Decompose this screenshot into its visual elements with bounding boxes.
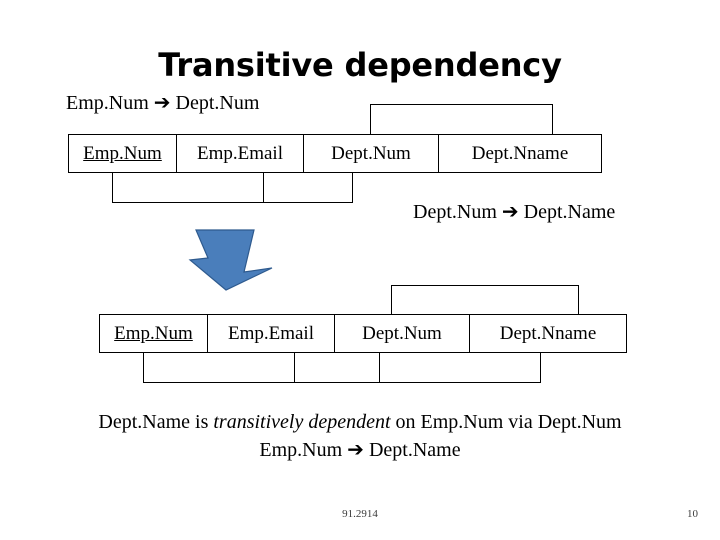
top-table-bracket1-horizontal — [112, 202, 264, 203]
top-table-cell-deptnum: Dept.Num — [304, 135, 439, 172]
caption-line1-part1: Dept.Name is — [98, 411, 214, 433]
top-table-cell-deptnname: Dept.Nname — [471, 142, 569, 164]
bottom-table-bracket2-mid-stem — [379, 353, 380, 383]
bottom-table-bracket1-horizontal — [143, 382, 295, 383]
top-bracket-left-stem — [370, 104, 371, 134]
bottom-table-bracket2-right-stem — [540, 353, 541, 383]
caption-line1-part2: on Emp.Num via Dept.Num — [390, 411, 622, 433]
bottom-bracket-left-stem — [391, 285, 392, 314]
top-table-bracket2-horizontal — [263, 202, 353, 203]
bottom-table-bracket1-left-stem — [143, 353, 144, 383]
top-bracket-horizontal — [370, 104, 553, 105]
dependency-label-middle: Dept.Num ➔ Dept.Name — [413, 201, 616, 223]
bottom-table-cell-deptnname: Dept.Nname — [499, 322, 597, 344]
caption-block: Dept.Name is transitively dependent on E… — [0, 408, 720, 464]
footer-page-number: 10 — [687, 508, 698, 520]
bottom-table: Emp.Num Emp.Email Dept.Num Dept.Nname — [99, 314, 627, 353]
caption-line1-emphasis: transitively dependent — [213, 411, 391, 433]
top-table-cell-empnum: Emp.Num — [69, 135, 177, 172]
dependency-label-top: Emp.Num ➔ Dept.Num — [66, 92, 260, 114]
top-table: Emp.Num Emp.Email Dept.Num Dept.Nname — [68, 134, 602, 173]
caption-line2: Emp.Num ➔ Dept.Name — [259, 439, 461, 461]
top-bracket-right-stem — [552, 104, 553, 134]
footer-course-code: 91.2914 — [342, 508, 378, 520]
bottom-table-cell-empnum: Emp.Num — [100, 315, 208, 352]
bottom-bracket-horizontal — [391, 285, 579, 286]
top-table-bracket1-left-stem — [112, 173, 113, 203]
top-table-bracket1-right-stem — [263, 173, 264, 203]
top-table-cell-empemail: Emp.Email — [177, 135, 304, 172]
bottom-table-bracket2-horizontal — [294, 382, 541, 383]
bottom-table-cell-empemail: Emp.Email — [208, 315, 335, 352]
blue-arrow-icon — [188, 229, 273, 291]
bottom-table-bracket1-right-stem — [294, 353, 295, 383]
page-title: Transitive dependency — [158, 46, 562, 84]
bottom-table-cell-deptnum: Dept.Num — [335, 315, 470, 352]
bottom-bracket-right-stem — [578, 285, 579, 314]
top-table-bracket2-right-stem — [352, 173, 353, 203]
